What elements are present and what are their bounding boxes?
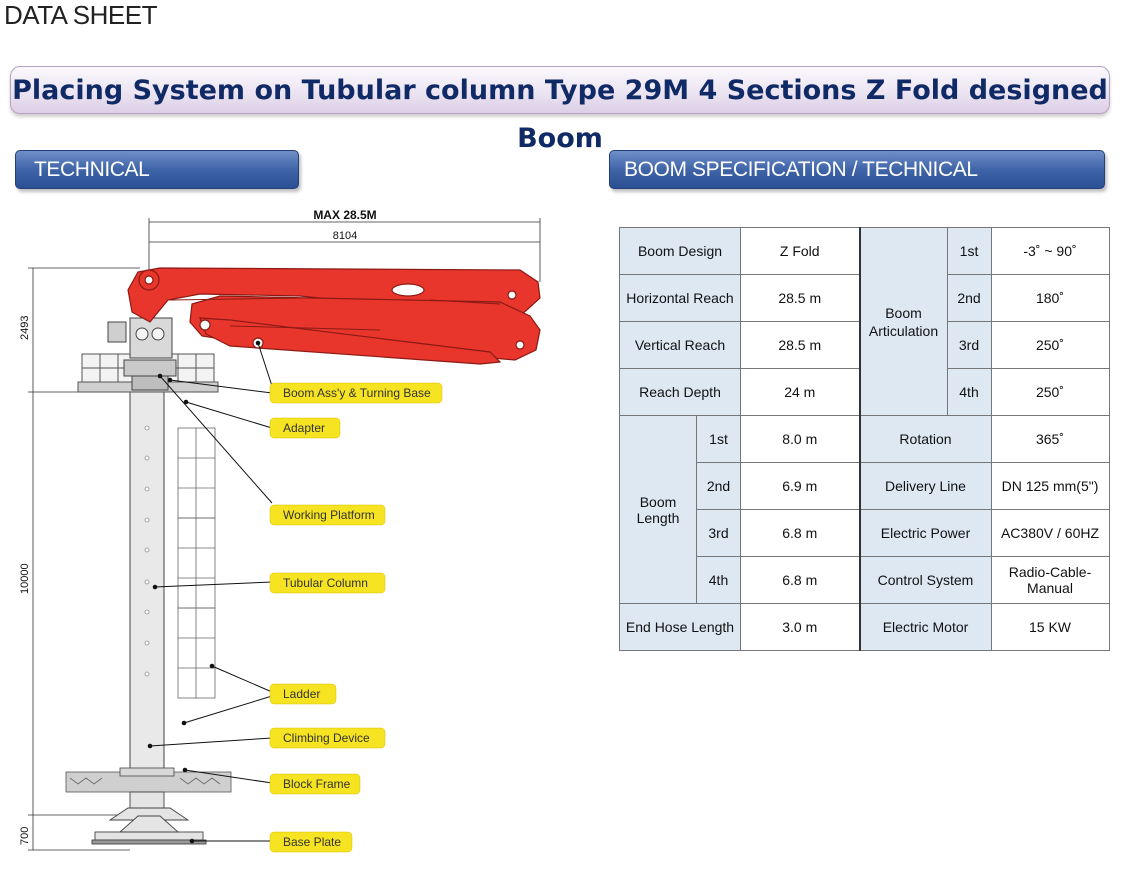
base-plate-structure bbox=[91, 791, 207, 845]
boom-design-value: Z Fold bbox=[740, 227, 860, 275]
leader-lines bbox=[149, 342, 273, 842]
electric-power-value: AC380V / 60HZ bbox=[990, 509, 1110, 557]
svg-text:Tubular Column: Tubular Column bbox=[283, 576, 368, 590]
svg-text:Base Plate: Base Plate bbox=[283, 835, 341, 849]
boom-length-value-3: 6.8 m bbox=[740, 509, 860, 557]
end-hose-length-label: End Hose Length bbox=[619, 603, 741, 651]
vertical-reach-label: Vertical Reach bbox=[619, 321, 741, 369]
svg-text:Boom Ass'y & Turning Base: Boom Ass'y & Turning Base bbox=[283, 386, 431, 400]
callout-base-plate: Base Plate bbox=[269, 831, 353, 853]
articulation-section-3: 3rd bbox=[946, 321, 992, 369]
table-row: 4th 6.8 m Control System Radio-Cable-Man… bbox=[620, 556, 1110, 604]
table-row: Boom Design Z Fold Boom Articulation 1st… bbox=[619, 227, 1110, 416]
ground-block bbox=[65, 771, 232, 793]
turning-base bbox=[107, 317, 177, 391]
dim-2493: 2493 bbox=[19, 316, 31, 340]
articulation-section-4: 4th bbox=[946, 368, 992, 416]
electric-motor-label: Electric Motor bbox=[858, 603, 992, 651]
boom-spec-tab: BOOM SPECIFICATION / TECHNICAL SPECIFICA… bbox=[609, 150, 1105, 218]
articulation-section-1: 1st bbox=[946, 227, 992, 275]
boom-length-value-4: 6.8 m bbox=[740, 556, 860, 604]
articulation-section-2: 2nd bbox=[946, 274, 992, 322]
electric-motor-value: 15 KW bbox=[990, 603, 1110, 651]
title-banner: Placing System on Tubular column Type 29… bbox=[10, 66, 1110, 154]
ladder bbox=[177, 427, 216, 699]
boom-length-section-4: 4th bbox=[696, 556, 741, 604]
horizontal-reach-value: 28.5 m bbox=[740, 274, 860, 322]
reach-depth-value: 24 m bbox=[740, 368, 860, 416]
callout-tubular-column: Tubular Column bbox=[269, 572, 386, 594]
svg-text:Block Frame: Block Frame bbox=[283, 777, 351, 791]
delivery-line-label: Delivery Line bbox=[858, 462, 992, 510]
boom-length-value-1: 8.0 m bbox=[740, 415, 860, 463]
boom-articulation-label: Boom Articulation bbox=[858, 227, 948, 416]
machine-diagram: MAX 28.5M 8104 2493 10000 700 bbox=[19, 208, 541, 853]
boom-arm bbox=[127, 267, 541, 365]
technical-spec-tab: TECHNICAL SPECIFICATION bbox=[15, 150, 299, 218]
horizontal-reach-label: Horizontal Reach bbox=[619, 274, 741, 322]
width-dimension: 8104 bbox=[333, 230, 357, 242]
control-system-value: Radio-Cable-Manual bbox=[990, 556, 1110, 604]
top-dimensions bbox=[148, 218, 541, 282]
end-hose-length-value: 3.0 m bbox=[740, 603, 860, 651]
vertical-reach-value: 28.5 m bbox=[740, 321, 860, 369]
boom-length-section-1: 1st bbox=[696, 415, 741, 463]
articulation-value-4: 250˚ bbox=[990, 368, 1110, 416]
table-row: Reach Depth 24 m 4th 250˚ bbox=[619, 368, 1110, 416]
callout-block-frame: Block Frame bbox=[269, 773, 361, 795]
callout-adapter: Adapter bbox=[269, 417, 341, 439]
svg-text:Working Platform: Working Platform bbox=[283, 508, 375, 522]
svg-text:Ladder: Ladder bbox=[283, 687, 320, 701]
table-row: End Hose Length 3.0 m Electric Motor 15 … bbox=[619, 603, 1110, 651]
callout-climbing-device: Climbing Device bbox=[269, 727, 386, 749]
max-reach-label: MAX 28.5M bbox=[313, 208, 376, 222]
svg-text:Climbing Device: Climbing Device bbox=[283, 731, 370, 745]
boom-design-label: Boom Design bbox=[619, 227, 741, 275]
boom-length-label: Boom Length bbox=[619, 415, 697, 604]
svg-text:Adapter: Adapter bbox=[283, 421, 325, 435]
tubular-column bbox=[119, 391, 175, 777]
boom-cylinders bbox=[169, 297, 501, 331]
table-row: Horizontal Reach 28.5 m 2nd 180˚ bbox=[619, 274, 1110, 322]
delivery-line-value: DN 125 mm(5") bbox=[990, 462, 1110, 510]
table-row: Vertical Reach 28.5 m 3rd 250˚ bbox=[619, 321, 1110, 369]
leader-dots bbox=[147, 340, 261, 844]
callout-boom-assy: Boom Ass'y & Turning Base bbox=[269, 382, 443, 404]
table-row: Boom Length 1st 8.0 m Rotation 365˚ bbox=[619, 415, 1110, 604]
articulation-value-3: 250˚ bbox=[990, 321, 1110, 369]
boom-length-value-2: 6.9 m bbox=[740, 462, 860, 510]
articulation-value-2: 180˚ bbox=[990, 274, 1110, 322]
dim-700: 700 bbox=[19, 827, 31, 845]
articulation-value-1: -3˚ ~ 90˚ bbox=[990, 227, 1110, 275]
control-system-label: Control System bbox=[858, 556, 992, 604]
electric-power-label: Electric Power bbox=[858, 509, 992, 557]
reach-depth-label: Reach Depth bbox=[619, 368, 741, 416]
table-row: 3rd 6.8 m Electric Power AC380V / 60HZ bbox=[620, 509, 1110, 557]
banner-title: Placing System on Tubular column Type 29… bbox=[12, 75, 1108, 154]
callout-ladder: Ladder bbox=[269, 683, 337, 705]
rotation-label: Rotation bbox=[858, 415, 992, 463]
callout-working-platform: Working Platform bbox=[269, 504, 386, 526]
dim-10000: 10000 bbox=[19, 563, 31, 594]
sheet-title: DATA SHEET bbox=[4, 0, 157, 30]
table-row: 2nd 6.9 m Delivery Line DN 125 mm(5") bbox=[620, 462, 1110, 510]
boom-length-section-3: 3rd bbox=[696, 509, 741, 557]
rotation-value: 365˚ bbox=[990, 415, 1110, 463]
spec-table: Boom Design Z Fold Boom Articulation 1st… bbox=[619, 227, 1110, 651]
boom-length-section-2: 2nd bbox=[696, 462, 741, 510]
